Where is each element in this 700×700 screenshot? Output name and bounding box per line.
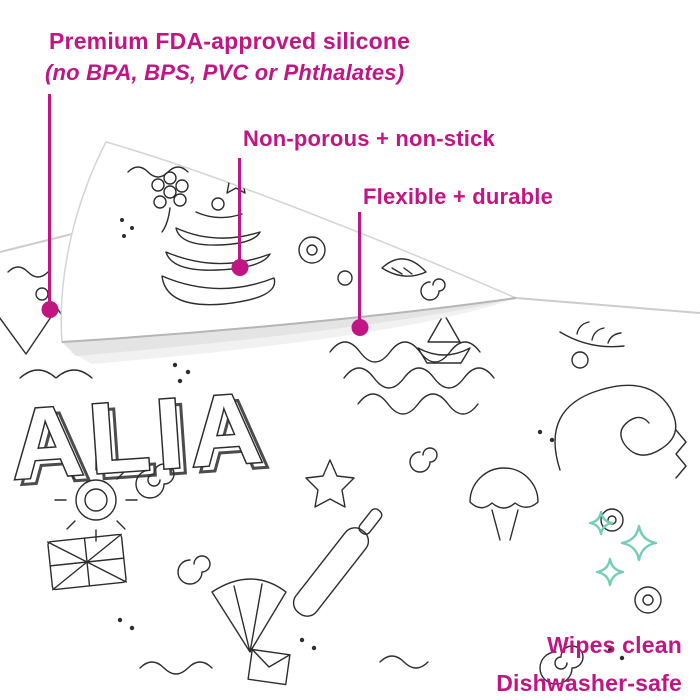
dot-cluster [117,362,625,661]
sparkle-icon [595,557,625,587]
fold-edge [61,297,517,343]
label-flexible-durable: Flexible + durable [363,184,554,209]
envelope-doodle [247,648,291,686]
mat-word-shadow: ALIA [13,377,277,507]
callout-line-premium [41,94,58,318]
callout-line-nonporous [231,158,248,276]
sparkles-group [588,510,658,587]
callout-dot-premium [41,301,58,318]
flap-shadow [70,298,516,364]
callout-line-flexible [351,212,368,336]
dot-cluster [120,218,134,238]
mat-word-group: ALIA ALIA [5,370,279,508]
sparkle-icon [588,510,614,536]
flag-doodle [46,533,128,591]
label-dishwasher-safe: Dishwasher-safe [496,670,682,696]
label-wipes-clean: Wipes clean [547,632,682,658]
sparkle-icon [620,524,658,562]
callout-dot-nonporous [231,259,248,276]
label-non-porous: Non-porous + non-stick [243,126,495,151]
callout-dot-flexible [351,319,368,336]
mat-word: ALIA [7,371,271,501]
label-premium-silicone: Premium FDA-approved silicone [49,28,411,54]
cricket-bat-doodle [292,508,383,617]
label-no-bpa: (no BPA, BPS, PVC or Phthalates) [45,60,405,85]
flower-doodle [151,171,189,233]
